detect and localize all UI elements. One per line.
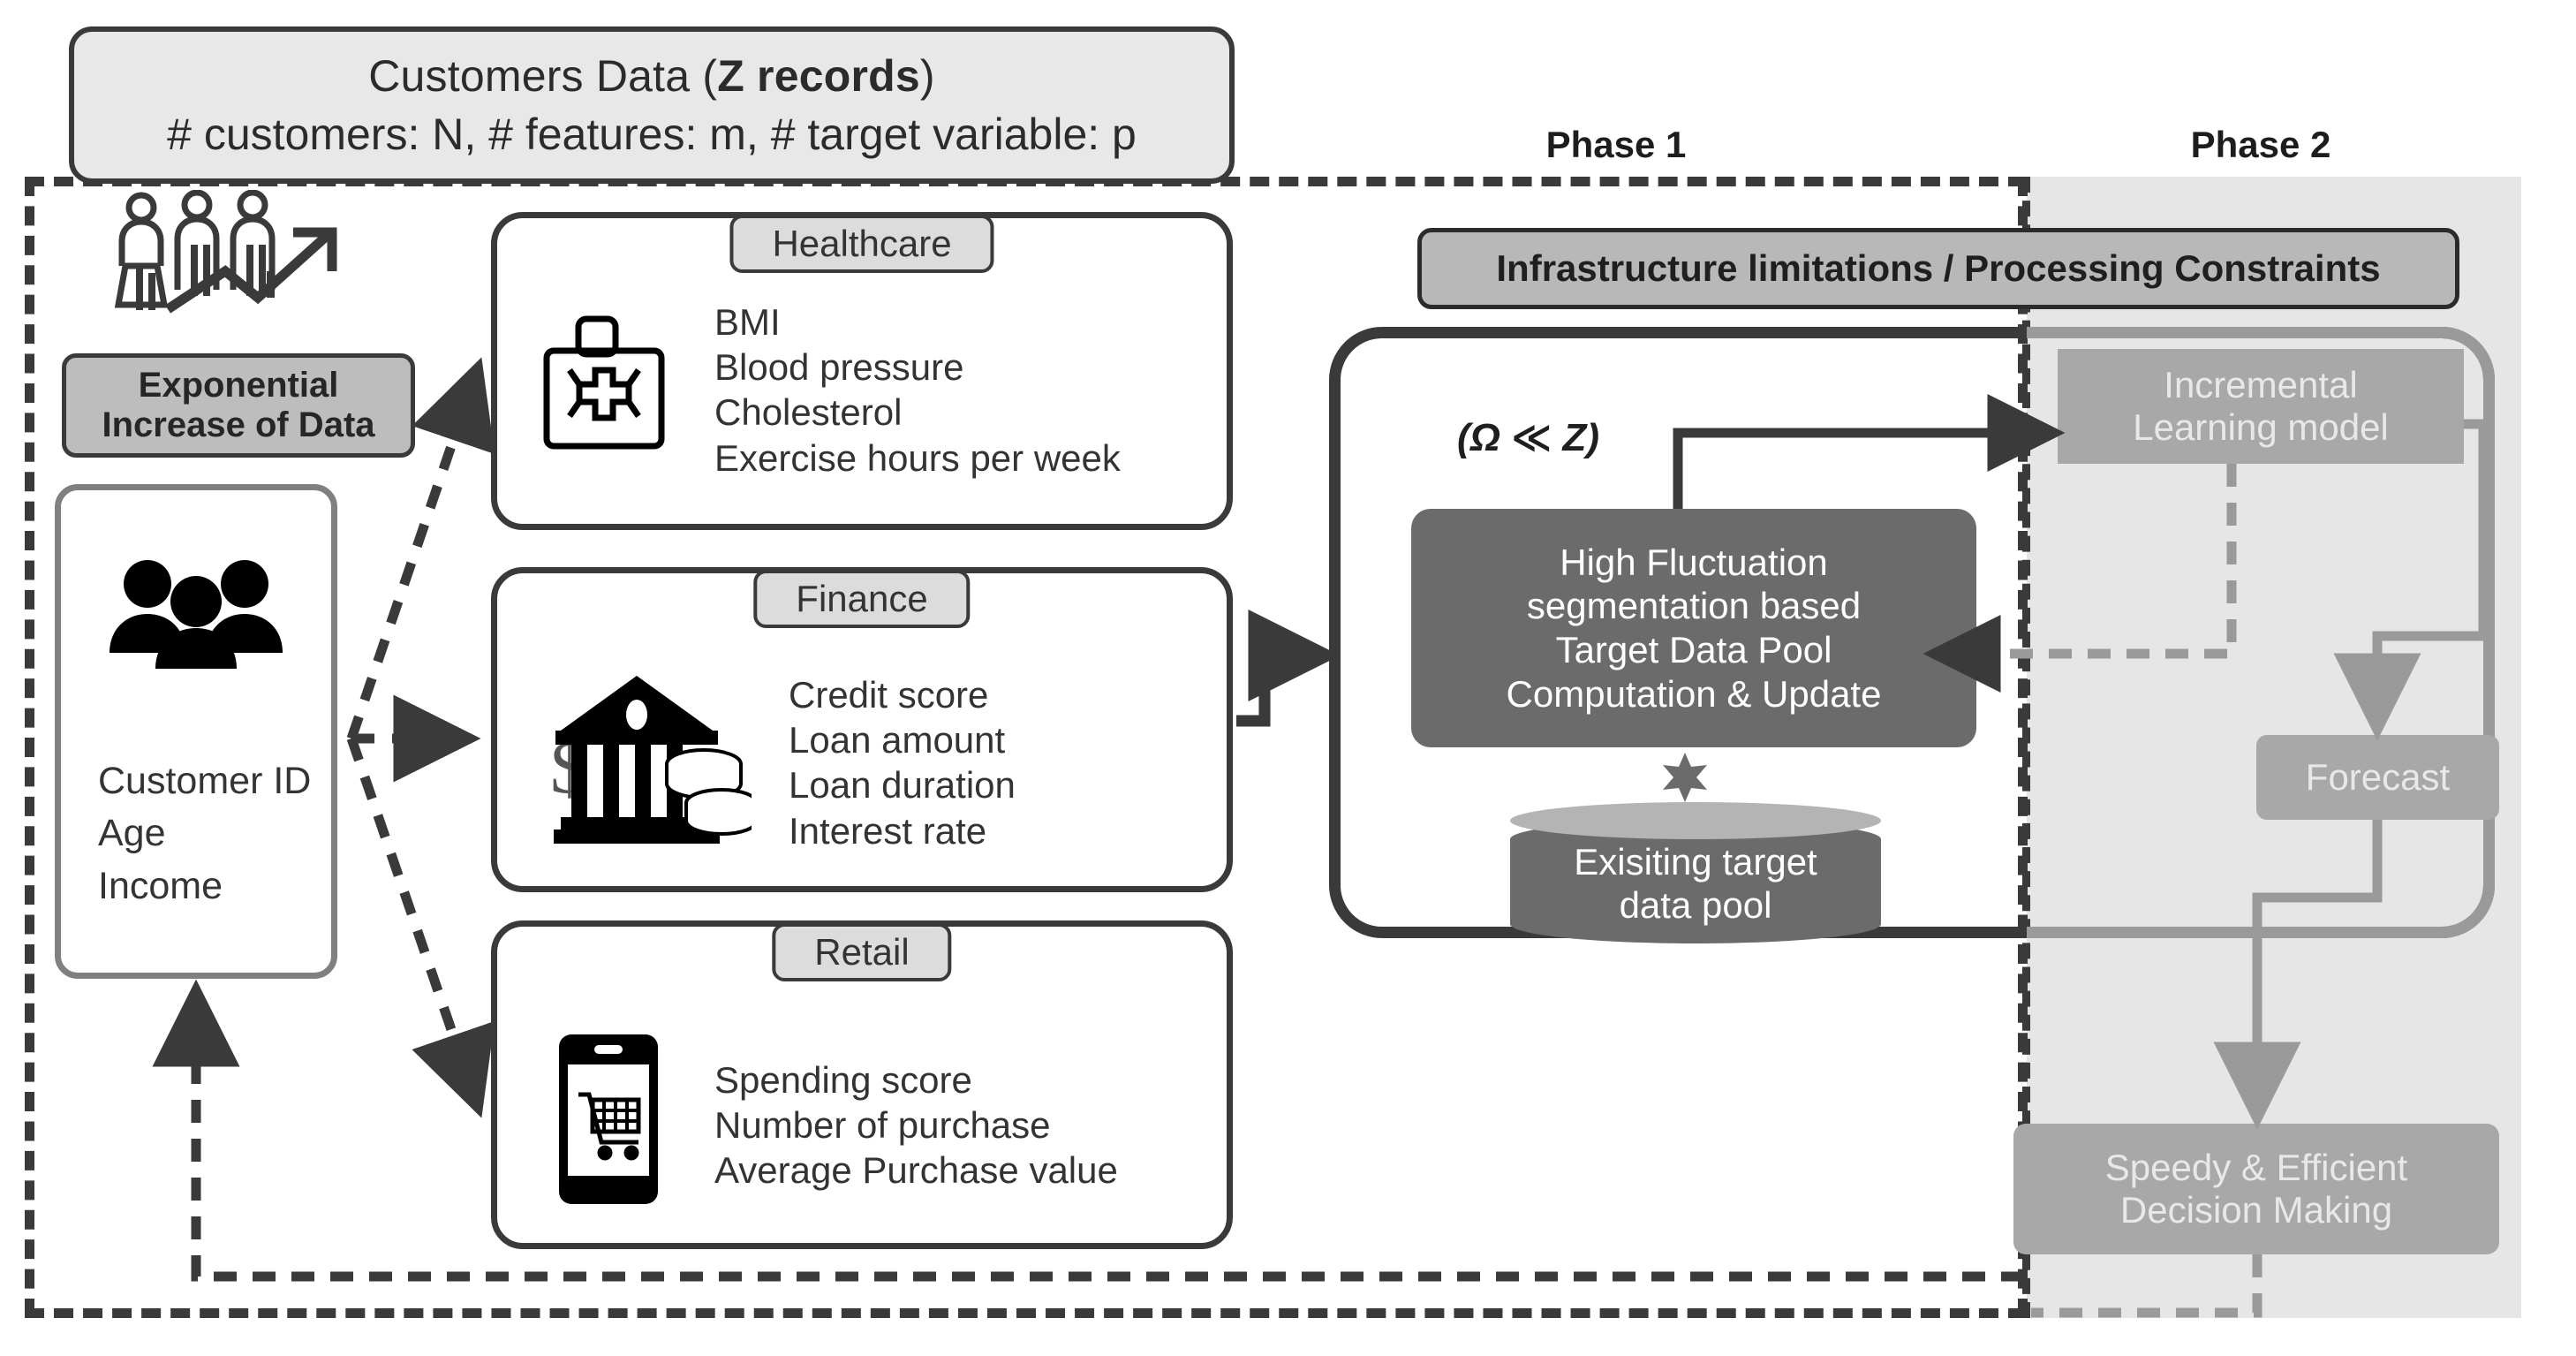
- bank-coins-icon: $: [548, 669, 759, 850]
- cylinder-top: [1510, 802, 1881, 839]
- domain-item: Average Purchase value: [714, 1149, 1118, 1192]
- customers-data-header: Customers Data (Z records) # customers: …: [69, 27, 1235, 184]
- domain-item: Cholesterol: [714, 391, 903, 434]
- six-point-star-icon: [1660, 753, 1710, 802]
- domain-item: Loan amount: [789, 719, 1006, 761]
- customer-field: Customer ID: [98, 760, 312, 802]
- people-group-icon: [108, 556, 284, 675]
- domain-card-finance: Finance $: [491, 567, 1233, 892]
- node-line: Learning model: [2133, 406, 2389, 448]
- node-line: Incremental: [2164, 363, 2358, 405]
- customer-attributes-card: Customer ID Age Income: [55, 484, 337, 979]
- people-growth-icon: [106, 189, 397, 314]
- cylinder-label-line: data pool: [1619, 883, 1772, 926]
- domain-card-retail: Retail Spending score Number of purchase…: [491, 920, 1233, 1249]
- phase1-label: Phase 1: [1545, 124, 1687, 165]
- phase2-label: Phase 2: [2190, 124, 2331, 165]
- cylinder-body: [1510, 820, 1881, 943]
- badge-line-1: Exponential: [138, 366, 339, 405]
- domain-items-healthcare: BMI Blood pressure Cholesterol Exercise …: [714, 299, 1121, 481]
- domain-card-healthcare: Healthcare BMI Blood pressure Cholestero…: [491, 212, 1233, 530]
- domain-item: Blood pressure: [714, 346, 964, 389]
- cylinder-label: Exisiting target data pool: [1510, 841, 1881, 927]
- customers-data-subtitle: # customers: N, # features: m, # target …: [167, 110, 1137, 159]
- domain-tag-retail: Retail: [772, 923, 952, 981]
- process-line: Target Data Pool: [1555, 629, 1832, 670]
- badge-line-2: Increase of Data: [102, 405, 375, 444]
- domain-item: Interest rate: [789, 809, 987, 852]
- node-line: Decision Making: [2119, 1189, 2393, 1231]
- domain-item: Credit score: [789, 674, 989, 716]
- domain-tag-finance: Finance: [753, 570, 971, 628]
- omega-constraint-label: (Ω ≪ Z): [1457, 416, 1600, 459]
- medical-kit-icon: [538, 312, 670, 458]
- exponential-increase-badge: Exponential Increase of Data: [62, 353, 415, 458]
- mobile-cart-icon: [555, 1031, 661, 1212]
- customer-field: Income: [98, 864, 223, 907]
- incremental-learning-model-box: Incremental Learning model: [2058, 349, 2464, 464]
- customer-field: Age: [98, 812, 166, 855]
- phase-divider-dashed-line: [2022, 177, 2030, 1318]
- forecast-box: Forecast: [2256, 735, 2499, 820]
- decision-making-box: Speedy & Efficient Decision Making: [2013, 1124, 2499, 1254]
- domain-items-retail: Spending score Number of purchase Averag…: [714, 1057, 1118, 1193]
- domain-item: BMI: [714, 301, 781, 343]
- domain-item: Spending score: [714, 1059, 972, 1101]
- high-fluctuation-process-box: High Fluctuation segmentation based Targ…: [1411, 509, 1976, 747]
- customers-data-title: Customers Data (Z records): [368, 51, 935, 101]
- process-line: segmentation based: [1526, 585, 1862, 627]
- domain-item: Loan duration: [789, 764, 1016, 807]
- domain-tag-healthcare: Healthcare: [729, 215, 994, 273]
- domain-item: Number of purchase: [714, 1104, 1051, 1147]
- domain-item: Exercise hours per week: [714, 436, 1121, 479]
- customer-field-list: Customer ID Age Income: [98, 755, 311, 913]
- process-line: Computation & Update: [1506, 672, 1882, 715]
- existing-target-data-pool-cylinder: Exisiting target data pool: [1510, 802, 1881, 954]
- node-line: Speedy & Efficient: [2104, 1146, 2408, 1188]
- process-line: High Fluctuation: [1560, 541, 1828, 583]
- domain-items-finance: Credit score Loan amount Loan duration I…: [789, 672, 1016, 853]
- infrastructure-constraints-banner: Infrastructure limitations / Processing …: [1417, 228, 2459, 309]
- cylinder-label-line: Exisiting target: [1574, 841, 1817, 883]
